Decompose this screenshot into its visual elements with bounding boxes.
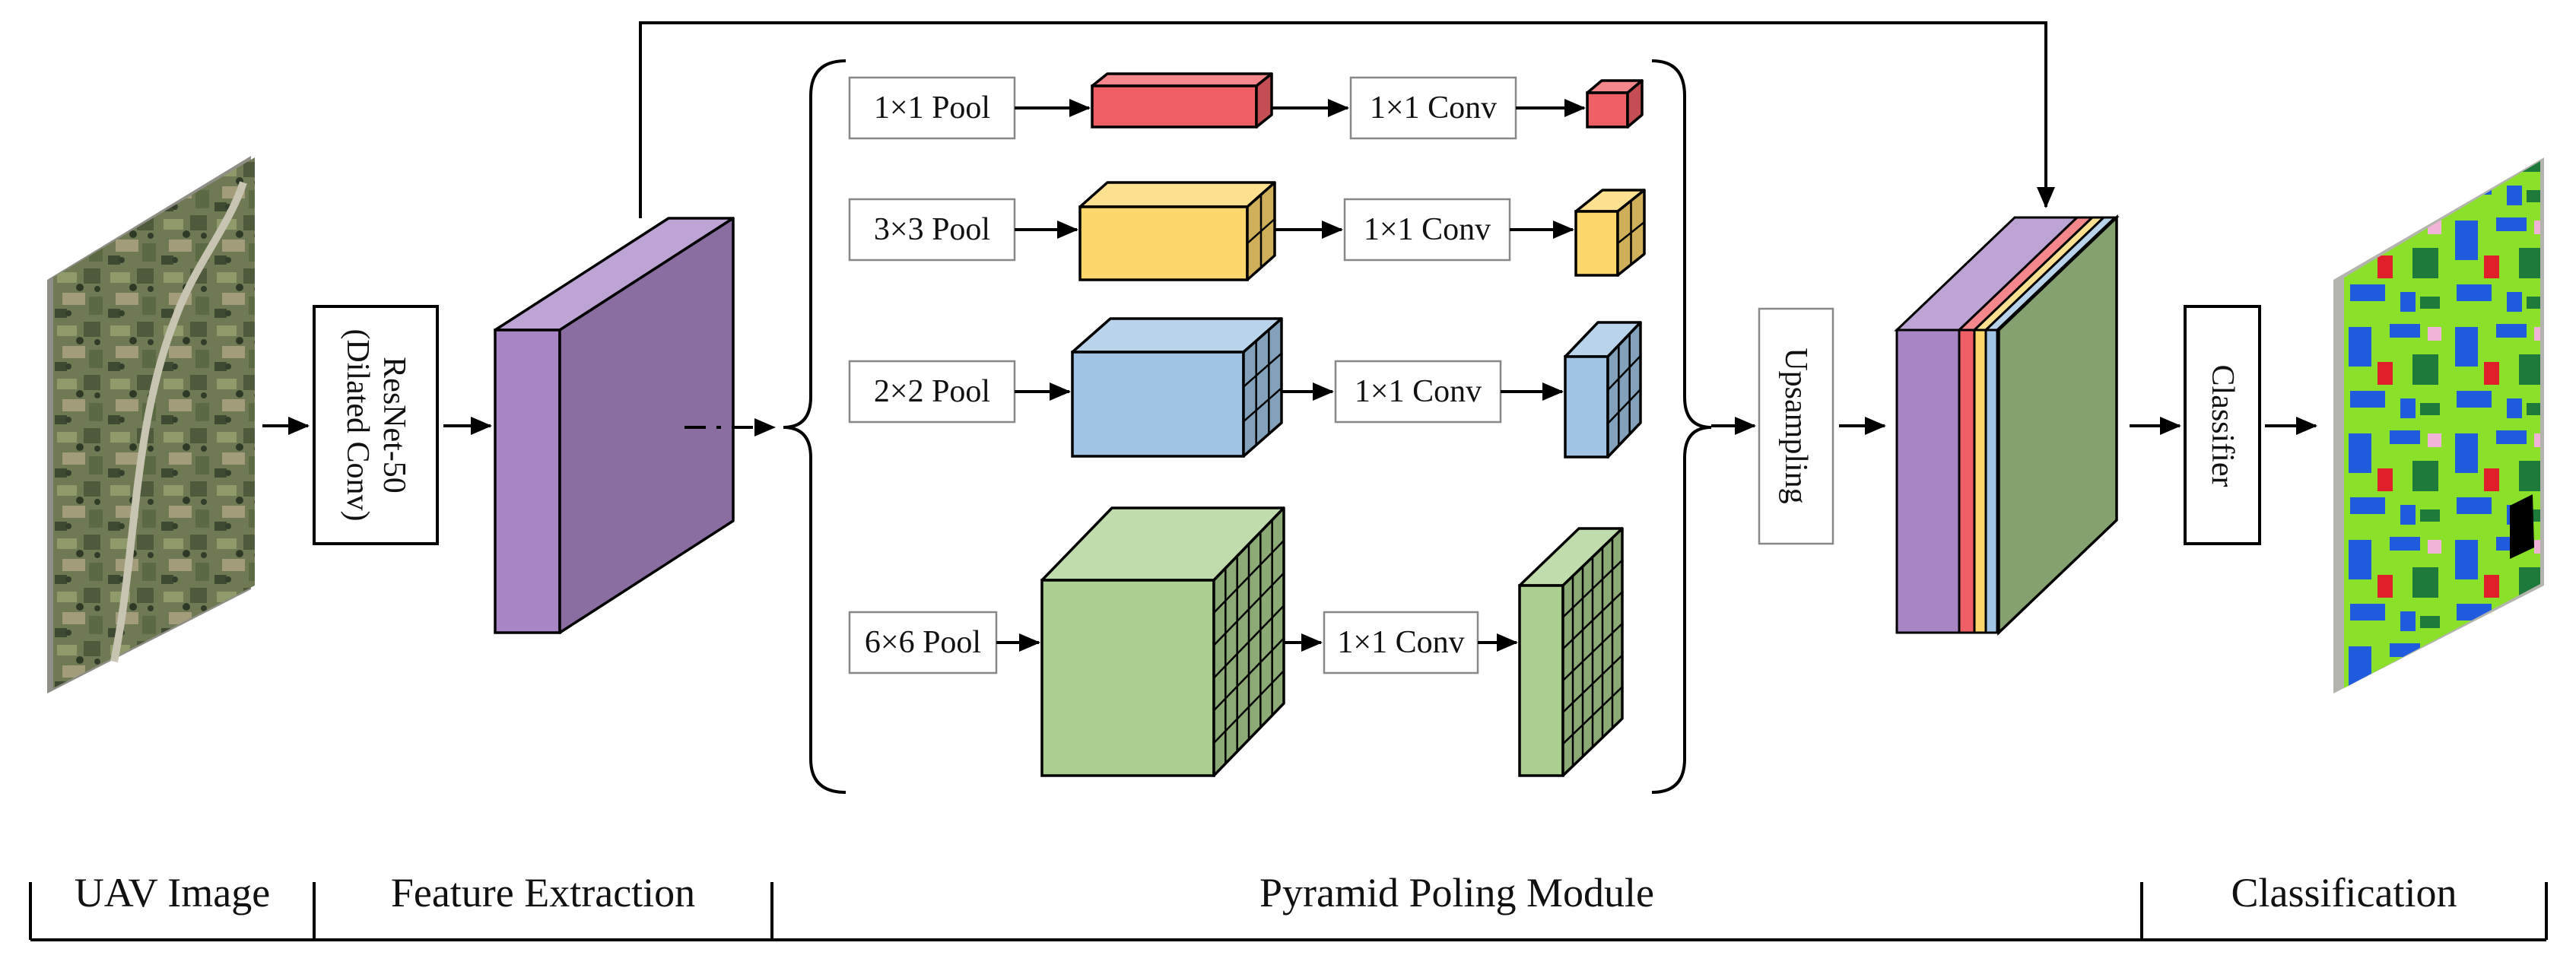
concat-slab-3 [1971, 216, 2107, 634]
pyramid-bracket-right [1651, 59, 1712, 794]
skip-connection [639, 21, 2055, 218]
concat-slab-1 [1894, 216, 2080, 634]
conv-output-cube-3-front [1564, 355, 1609, 459]
conv-label-1: 1×1 Conv [1370, 90, 1497, 125]
stage-label-3: Pyramid Poling Module [1259, 870, 1654, 916]
upsampling-block-box [1758, 307, 1834, 545]
pool-label-2: 3×3 Pool [874, 212, 990, 247]
conv-box-2: 1×1 Conv [1343, 198, 1511, 262]
conv-box-4-frame [1323, 611, 1479, 674]
pooled-cube-1-side [1255, 72, 1273, 129]
conv-output-cube-1-side [1626, 79, 1644, 129]
pooled-cube-1 [1091, 72, 1273, 129]
pool-box-2-frame [848, 198, 1016, 262]
pool-box-3-frame [848, 360, 1016, 424]
conv-label-3: 1×1 Conv [1355, 374, 1482, 409]
pool-box-4: 6×6 Pool [848, 611, 998, 674]
pool-box-4-frame [848, 611, 998, 674]
pooled-cube-1-front [1091, 84, 1258, 129]
conv-box-1: 1×1 Conv [1349, 76, 1517, 140]
pool-box-2: 3×3 Pool [848, 198, 1016, 262]
pooled-cube-2-top [1078, 181, 1276, 208]
pooled-cube-4 [1040, 506, 1285, 777]
upsampling-block: Upsampling [1758, 307, 1834, 545]
pooled-cube-3 [1071, 317, 1283, 458]
conv-box-4: 1×1 Conv [1323, 611, 1479, 674]
resnet-label-line2: (Dilated Conv) [340, 328, 375, 521]
concat-slab-2 [1956, 216, 2095, 634]
stage-label-2: Feature Extraction [391, 870, 695, 916]
stage-timeline: UAV Image Feature Extraction Pyramid Polin… [29, 870, 2548, 941]
pooled-cube-3-front [1071, 351, 1245, 458]
conv-box-3-frame [1334, 360, 1502, 424]
conv-label-2: 1×1 Conv [1364, 212, 1491, 247]
feature-map-front [494, 328, 561, 634]
pool-box-1: 1×1 Pool [848, 76, 1016, 140]
resnet-block-box [313, 305, 439, 545]
conv-output-cube-4 [1518, 527, 1624, 777]
segmentation-map-classes [2344, 161, 2540, 688]
stage-label-1: UAV Image [75, 870, 270, 916]
conv-output-cube-2-front [1574, 210, 1619, 277]
conv-output-cube-2 [1574, 189, 1646, 277]
segmentation-map [2333, 157, 2544, 693]
uav-image-photo [53, 157, 255, 688]
pool-label-4: 6×6 Pool [865, 625, 981, 660]
resnet-label-line1: ResNet-50 [376, 357, 411, 494]
upsampling-label: Upsampling [1778, 348, 1813, 503]
conv-output-cube-1-front [1586, 91, 1629, 129]
pyramid-bracket-left [783, 59, 846, 794]
classifier-block: Classifier [2184, 305, 2261, 545]
pool-label-3: 2×2 Pool [874, 374, 990, 409]
conv-label-4: 1×1 Conv [1337, 625, 1464, 660]
stage-label-4: Classification [2231, 870, 2457, 916]
concat-slab-side [1997, 214, 2118, 636]
conv-box-3: 1×1 Conv [1334, 360, 1502, 424]
classifier-block-box [2184, 305, 2261, 545]
resnet-block: ResNet-50(Dilated Conv) [313, 305, 439, 545]
pooled-cube-1-top [1091, 72, 1273, 87]
segmentation-map-dark-region [2510, 494, 2534, 559]
pooled-cube-4-front [1040, 579, 1215, 777]
feature-map-side [558, 217, 735, 634]
conv-output-cube-4-front [1518, 584, 1564, 777]
pooled-cube-2-front [1078, 205, 1249, 281]
pool-box-1-frame [848, 76, 1016, 140]
uav-image-road [110, 181, 247, 662]
pooled-cube-2 [1078, 181, 1276, 281]
conv-output-cube-1 [1586, 79, 1644, 129]
classifier-label: Classifier [2205, 365, 2240, 487]
pool-box-3: 2×2 Pool [848, 360, 1016, 424]
pool-label-1: 1×1 Pool [874, 90, 990, 125]
feature-map [494, 217, 735, 634]
conv-output-cube-3 [1564, 321, 1642, 459]
uav-image [47, 156, 255, 693]
conv-box-2-frame [1343, 198, 1511, 262]
